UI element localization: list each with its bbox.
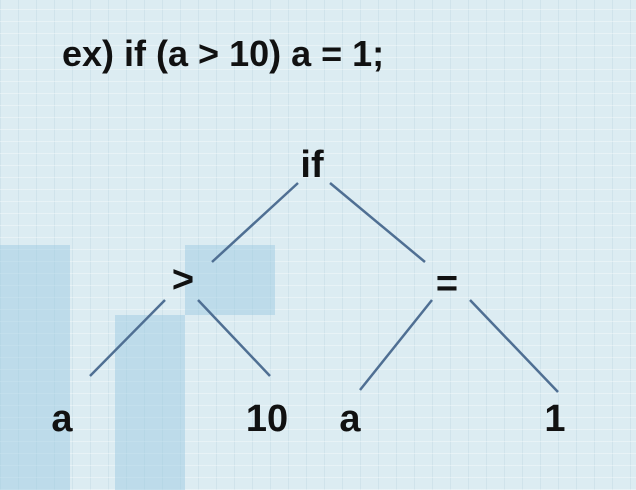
edge-gt-to-a — [89, 299, 166, 377]
node-cond-right: 10 — [245, 398, 289, 440]
edge-gt-to-10 — [197, 299, 271, 377]
edge-if-to-gt — [211, 182, 299, 263]
node-assign-right: 1 — [544, 398, 566, 440]
node-assign: = — [435, 263, 459, 305]
node-if: if — [300, 144, 324, 186]
expression-text: ex) if (a > 10) a = 1; — [62, 33, 385, 74]
node-assign-left: a — [339, 398, 361, 440]
edge-eq-to-1 — [469, 299, 559, 393]
edge-if-to-eq — [329, 182, 426, 263]
edge-eq-to-a — [359, 299, 433, 391]
node-greater-than: > — [171, 259, 195, 301]
node-cond-left: a — [51, 398, 73, 440]
